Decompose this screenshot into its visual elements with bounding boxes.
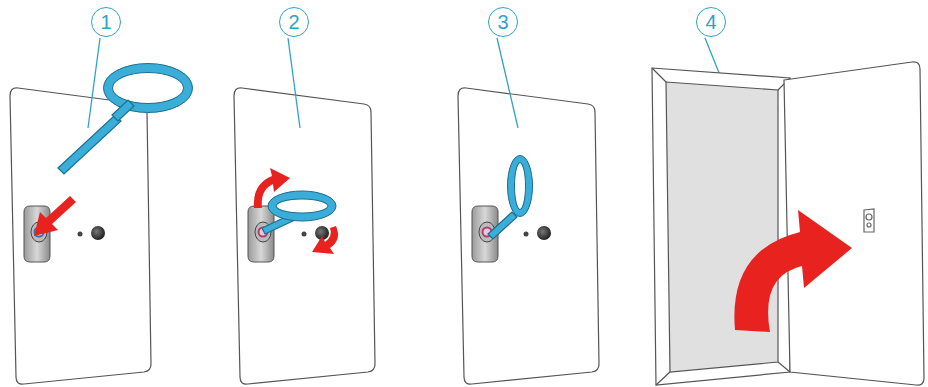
press-arrow — [312, 226, 338, 254]
open-arrow — [734, 210, 852, 332]
callout-circle: 4 — [696, 7, 726, 37]
callout-circle: 3 — [488, 7, 518, 37]
key — [262, 191, 336, 234]
callout-number: 3 — [497, 12, 508, 32]
leader-lines — [88, 38, 730, 128]
callout-circle: 1 — [91, 7, 121, 37]
cabinet — [652, 62, 924, 385]
insert-arrow — [34, 196, 76, 236]
key — [488, 156, 533, 240]
callout-number: 4 — [705, 12, 716, 32]
callout-number: 1 — [100, 12, 111, 32]
callout-circle: 2 — [279, 7, 309, 37]
turn-arrow — [254, 168, 290, 208]
key — [58, 64, 193, 175]
door-panels — [10, 88, 599, 384]
callout-number: 2 — [288, 12, 299, 32]
